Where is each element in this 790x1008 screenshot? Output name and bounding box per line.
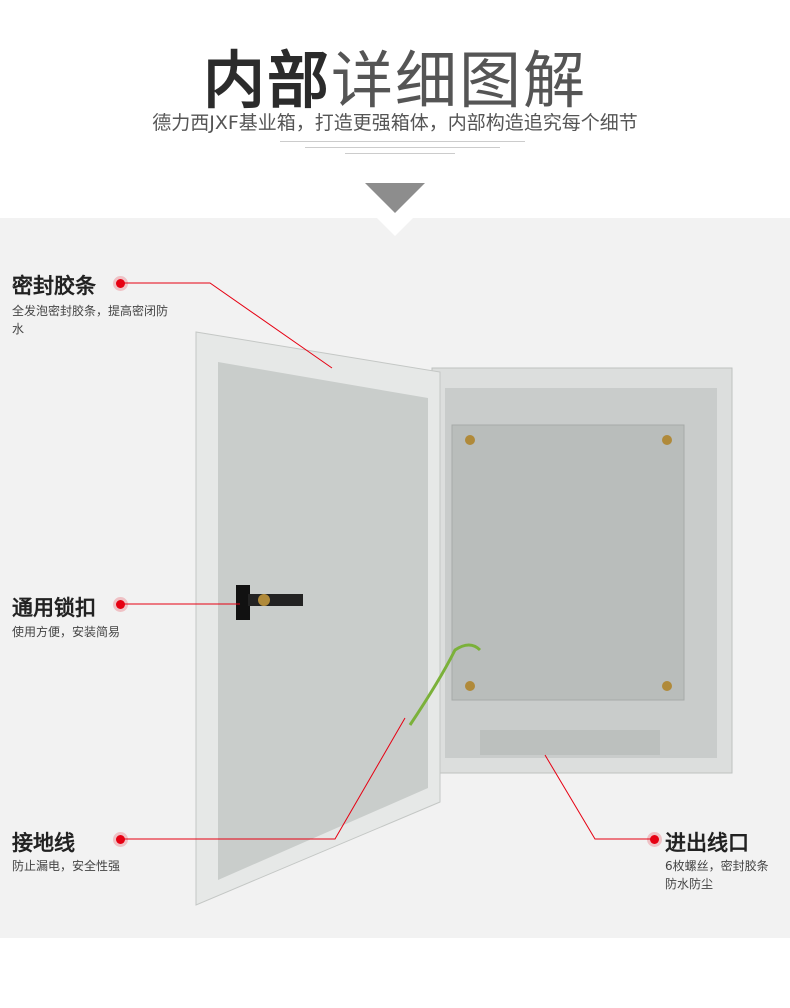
callout-cable-entry: 进出线口 bbox=[665, 831, 749, 855]
callout-ground-wire: 接地线 bbox=[12, 831, 75, 855]
lock-icon bbox=[236, 585, 250, 620]
fine-text-line bbox=[280, 141, 525, 142]
callout-dot bbox=[116, 600, 125, 609]
down-arrow-icon bbox=[365, 183, 425, 213]
cable-entry bbox=[480, 730, 660, 755]
callout-desc: 防止漏电，安全性强 bbox=[12, 859, 121, 873]
screw-icon bbox=[662, 681, 672, 691]
callout-desc: 使用方便，安装简易 bbox=[12, 625, 121, 639]
fine-text-line bbox=[345, 153, 455, 154]
callout-desc: 6枚螺丝，密封胶条防水防尘 bbox=[665, 859, 769, 891]
callout-desc: 全发泡密封胶条，提高密闭防水 bbox=[12, 304, 169, 336]
callout-dot bbox=[650, 835, 659, 844]
title-light: 详细图解 bbox=[331, 44, 588, 117]
door-panel bbox=[218, 362, 428, 880]
callout-lock: 通用锁扣 bbox=[12, 596, 96, 620]
screw-icon bbox=[465, 681, 475, 691]
callout-dot bbox=[116, 279, 125, 288]
screw-icon bbox=[465, 435, 475, 445]
fine-text-line bbox=[305, 147, 500, 148]
callout-dot bbox=[116, 835, 125, 844]
subtitle: 德力西JXF基业箱，打造更强箱体，内部构造追究每个细节 bbox=[152, 112, 638, 134]
ground-wire bbox=[408, 643, 482, 726]
screw-icon bbox=[662, 435, 672, 445]
title-bold: 内部 bbox=[202, 44, 331, 117]
page-title: 内部详细图解 bbox=[0, 30, 790, 120]
callout-seal-strip: 密封胶条 bbox=[12, 274, 96, 298]
mounting-plate bbox=[451, 424, 685, 701]
